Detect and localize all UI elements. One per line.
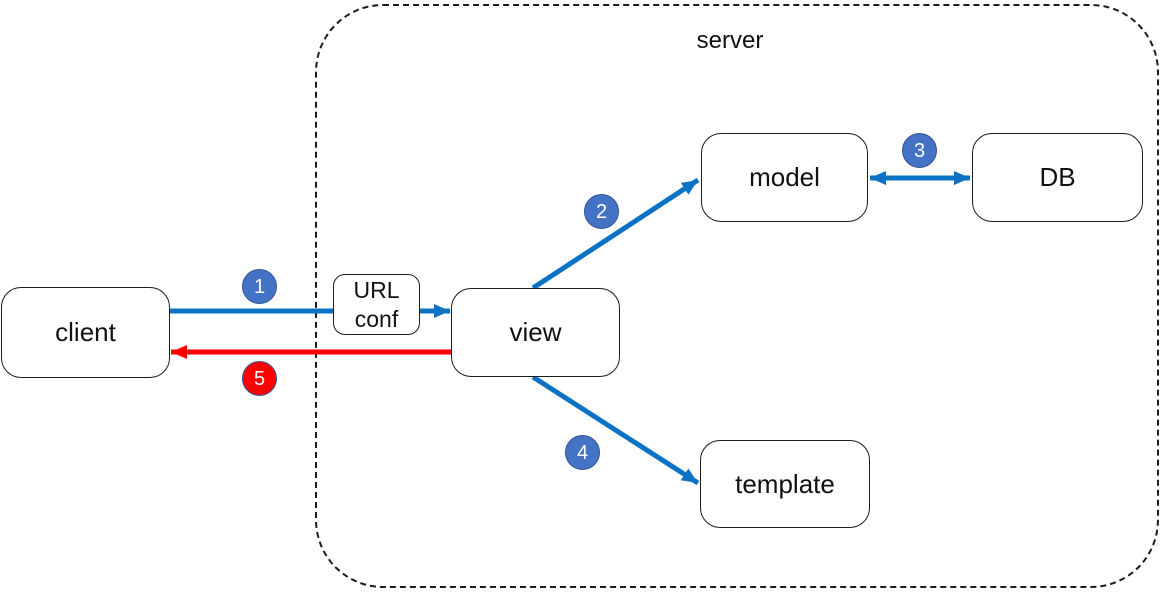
- step-badge-1: 1: [242, 269, 277, 304]
- node-view: view: [451, 288, 620, 377]
- node-view-label: view: [509, 317, 562, 347]
- node-db: DB: [972, 133, 1143, 222]
- node-url-conf: URL conf: [333, 274, 420, 335]
- node-model: model: [701, 133, 868, 222]
- node-db-label: DB: [1039, 162, 1076, 192]
- node-client-label: client: [55, 317, 116, 347]
- node-model-label: model: [749, 162, 820, 192]
- step-badge-4: 4: [565, 435, 600, 470]
- step-badge-3: 3: [902, 133, 937, 168]
- node-client: client: [1, 287, 170, 378]
- step-badge-5: 5: [242, 361, 277, 396]
- node-template: template: [700, 440, 870, 528]
- node-template-label: template: [735, 468, 835, 499]
- node-url-conf-label: URL conf: [353, 276, 400, 332]
- server-label: server: [696, 27, 764, 54]
- step-badge-2: 2: [584, 194, 619, 229]
- server-boundary: [315, 4, 1159, 588]
